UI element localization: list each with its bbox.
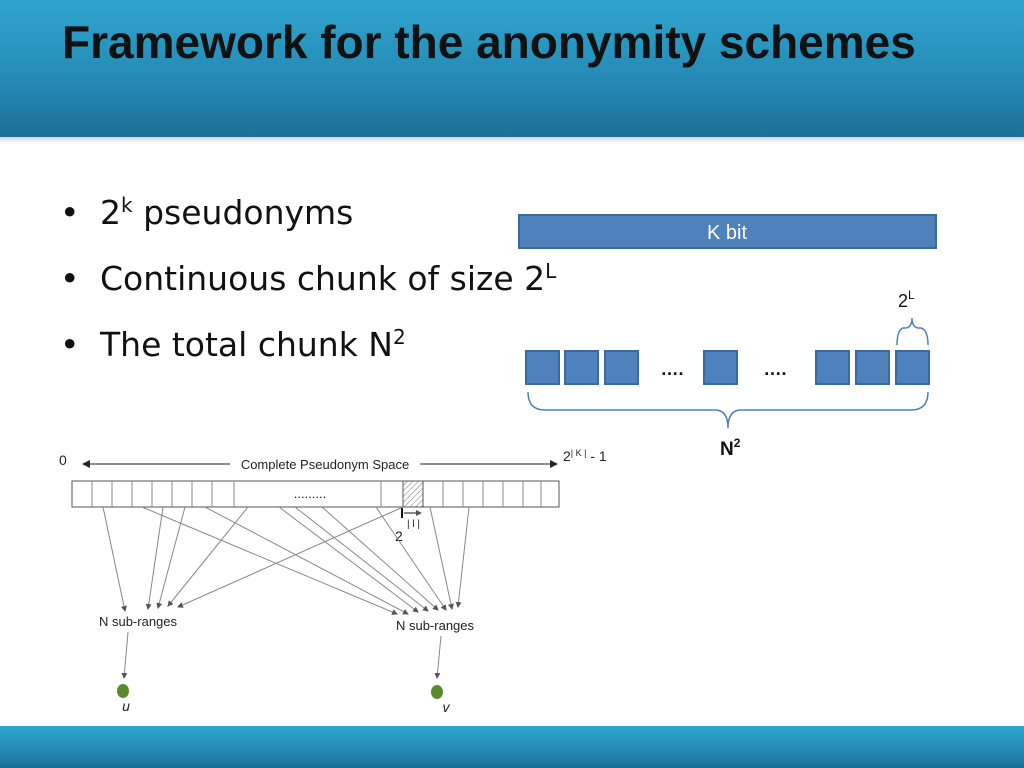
kbit-diagram: K bit …. …. 2L N2 bbox=[518, 214, 937, 460]
pseudonym-space-diagram: 0 2| K | - 1 Complete Pseudonym Space bbox=[59, 448, 607, 715]
title-bar bbox=[0, 0, 1024, 137]
node-v-label: v bbox=[443, 699, 451, 715]
chunk-range-label: 2 bbox=[395, 528, 403, 544]
node-v-icon bbox=[431, 685, 443, 699]
bullet-dot-icon: • bbox=[60, 325, 80, 364]
kbit-label: K bit bbox=[707, 222, 747, 244]
chunk-box bbox=[525, 350, 560, 385]
bullet-item-total-chunk: • The total chunk N2 bbox=[60, 322, 556, 388]
node-u-icon bbox=[117, 684, 129, 698]
bullet-text: Continuous chunk of size 2 bbox=[100, 259, 546, 298]
mapping-arrows bbox=[102, 506, 470, 615]
title-bar-shadow bbox=[0, 137, 1024, 143]
space-start-label: 0 bbox=[59, 452, 67, 468]
bullet-superscript: L bbox=[545, 259, 557, 283]
bullet-item-pseudonyms: • 2k pseudonyms bbox=[60, 190, 556, 256]
chunk-ellipsis: …. bbox=[660, 359, 683, 379]
subrange-to-u-arrow bbox=[121, 631, 129, 679]
chunk-box bbox=[703, 350, 738, 385]
chunk-box bbox=[604, 350, 639, 385]
chunk-box bbox=[855, 350, 890, 385]
total-brace bbox=[527, 391, 929, 429]
chunk-box bbox=[564, 350, 599, 385]
pseudonym-strip bbox=[71, 480, 560, 508]
bullet-text: 2 bbox=[100, 193, 121, 232]
node-u-label: u bbox=[122, 698, 130, 714]
chunk-box bbox=[895, 350, 930, 385]
bullet-dot-icon: • bbox=[60, 259, 80, 298]
chunk-range-exponent: | l | bbox=[407, 519, 420, 530]
bullet-text: The total chunk N bbox=[100, 325, 393, 364]
chunk-ellipsis: …. bbox=[763, 359, 786, 379]
subranges-label-v: N sub-ranges bbox=[396, 618, 475, 633]
subrange-to-v-arrow bbox=[434, 635, 442, 679]
space-label: Complete Pseudonym Space bbox=[241, 457, 409, 472]
bullet-item-chunk-size: • Continuous chunk of size 2L bbox=[60, 256, 556, 322]
bullet-superscript: k bbox=[121, 193, 133, 217]
total-label: N2 bbox=[720, 436, 741, 460]
bullet-list: • 2k pseudonyms • Continuous chunk of si… bbox=[60, 190, 556, 388]
footer-bar bbox=[0, 726, 1024, 768]
bullet-dot-icon: • bbox=[60, 193, 80, 232]
chunk-box bbox=[815, 350, 850, 385]
subranges-label-u: N sub-ranges bbox=[99, 614, 178, 629]
strip-dots: ......... bbox=[294, 486, 327, 501]
chunk-size-brace bbox=[896, 317, 929, 346]
kbit-bar bbox=[518, 214, 937, 249]
slide-title: Framework for the anonymity schemes bbox=[62, 16, 916, 68]
space-end-label: 2| K | - 1 bbox=[563, 448, 607, 464]
chunk-size-label: 2L bbox=[898, 288, 915, 311]
bullet-superscript: 2 bbox=[393, 325, 406, 349]
hatched-chunk bbox=[402, 480, 424, 508]
bullet-text-rest: pseudonyms bbox=[132, 193, 354, 232]
